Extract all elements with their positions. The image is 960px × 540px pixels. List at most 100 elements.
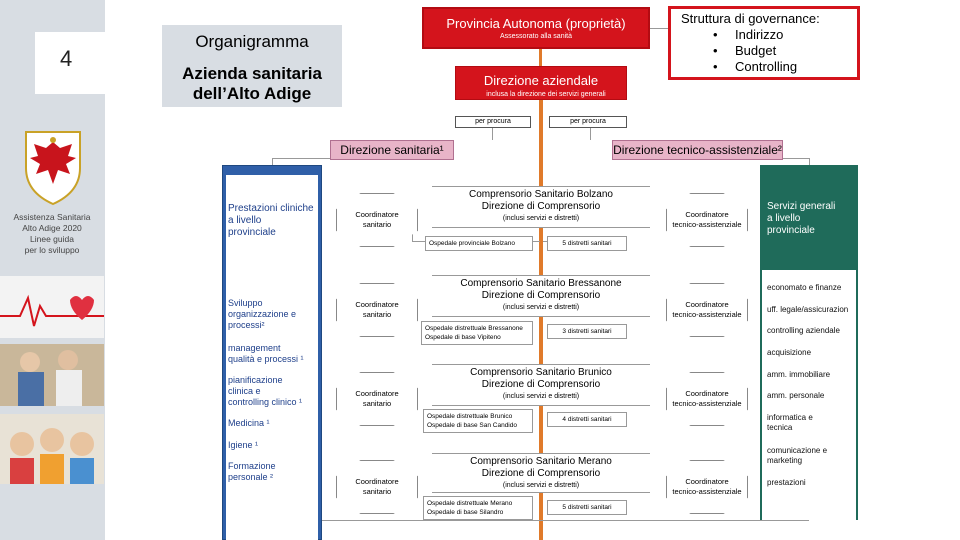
connector: [492, 128, 493, 140]
header-line: a livello: [767, 213, 801, 224]
connector: [272, 158, 330, 159]
right-item: uff. legale/assicurazion: [767, 305, 848, 315]
comprensorio-servizi: (inclusi servizi e distretti): [502, 304, 580, 311]
right-item-line: economato e finanze: [767, 283, 842, 292]
comprensorio-servizi: (inclusi servizi e distretti): [502, 482, 580, 489]
left-item-line: organizzazione e: [228, 309, 297, 319]
left-item-line: processi²: [228, 320, 265, 330]
right-item: economato e finanze: [767, 283, 841, 293]
connector: [650, 28, 668, 29]
right-item-line: uff. legale/assicurazion: [767, 305, 849, 314]
caption-line: Linee guida: [30, 234, 74, 244]
coord-line: sanitario: [362, 310, 392, 319]
heartbeat-photo: [0, 276, 104, 338]
header-line: Servizi generali: [767, 201, 836, 212]
comprensorio-merano: Comprensorio Sanitario Merano Direzione …: [432, 453, 650, 493]
provincia-box: Provincia Autonoma (proprietà) Assessora…: [422, 7, 650, 49]
servizi-generali-header: Servizi generali a livello provinciale: [767, 201, 835, 237]
comprensorio-bressanone: Comprensorio Sanitario Bressanone Direzi…: [432, 275, 650, 317]
right-item-line: informatica e: [767, 413, 813, 422]
coord-line: sanitario: [362, 399, 392, 408]
coord-line: Coordinatore: [355, 477, 399, 486]
elderly-care-photo: [0, 344, 104, 406]
left-item-line: controlling clinico ¹: [228, 397, 303, 407]
direzione-tecnico-box: Direzione tecnico-assistenziale²: [612, 140, 783, 160]
governance-item: •Budget: [675, 43, 853, 59]
distretti-brunico: 4 distretti sanitari: [547, 412, 627, 427]
bullet-icon: •: [713, 59, 718, 74]
ospedali-bolzano: Ospedale provinciale Bolzano: [425, 236, 533, 251]
coord-line: tecnico-assistenziale: [672, 399, 742, 408]
coord-line: tecnico-assistenziale: [672, 487, 742, 496]
right-item: amm. personale: [767, 391, 824, 401]
ospedale-label: Ospedale provinciale Bolzano: [429, 240, 515, 247]
comprensorio-direzione: Direzione di Comprensorio: [481, 379, 601, 390]
comprensorio-title: Comprensorio Sanitario Merano: [470, 456, 612, 467]
left-item-line: Formazione: [228, 461, 276, 471]
organization-name: Azienda sanitaria dell’Alto Adige: [162, 64, 342, 104]
left-item-line: Igiene ¹: [228, 440, 259, 450]
bullet-icon: •: [713, 27, 718, 42]
header-line: a livello: [228, 215, 262, 226]
left-item-line: Medicina ¹: [228, 418, 270, 428]
prestazioni-cliniche-panel: [226, 175, 318, 540]
prestazioni-cliniche-header: Prestazioni cliniche a livello provincia…: [228, 203, 314, 239]
right-item-line: controlling aziendale: [767, 326, 840, 335]
coord-line: Coordinatore: [355, 389, 399, 398]
comprensorio-bolzano: Comprensorio Sanitario Bolzano Direzione…: [432, 186, 650, 228]
per-procura-left: per procura: [455, 116, 531, 128]
ospedale-label: Ospedale di base Silandro: [427, 509, 504, 516]
coord-line: sanitario: [362, 487, 392, 496]
governance-item-label: Indirizzo: [735, 27, 784, 42]
right-item: controlling aziendale: [767, 326, 840, 336]
coord-line: Coordinatore: [355, 300, 399, 309]
header-line: provinciale: [767, 225, 815, 236]
right-item: amm. immobiliare: [767, 370, 830, 380]
direzione-aziendale-title: Direzione aziendale: [483, 73, 599, 88]
caption-line: Alto Adige 2020: [22, 223, 82, 233]
comprensorio-title: Comprensorio Sanitario Brunico: [470, 367, 612, 378]
per-procura-right: per procura: [549, 116, 627, 128]
left-item: Medicina ¹: [228, 418, 270, 429]
left-item-line: personale ²: [228, 472, 274, 482]
coord-line: sanitario: [362, 220, 392, 229]
comprensorio-direzione: Direzione di Comprensorio: [481, 290, 601, 301]
direzione-aziendale-box: Direzione aziendale inclusa la direzione…: [455, 66, 627, 100]
coord-line: Coordinatore: [355, 210, 399, 219]
comprensorio-servizi: (inclusi servizi e distretti): [502, 215, 580, 222]
left-item-line: Sviluppo: [228, 298, 263, 308]
right-item-line: acquisizione: [767, 348, 812, 357]
caption-line: Assistenza Sanitaria: [13, 212, 91, 222]
governance-item-label: Controlling: [735, 59, 798, 74]
comprensorio-brunico: Comprensorio Sanitario Brunico Direzione…: [432, 364, 650, 406]
right-item-line: comunicazione e: [767, 446, 828, 455]
comprensorio-direzione: Direzione di Comprensorio: [481, 201, 601, 212]
coord-line: Coordinatore: [685, 477, 729, 486]
left-item-line: qualità e processi ¹: [228, 354, 304, 364]
governance-title: Struttura di governance:: [681, 11, 820, 26]
right-item-line: tecnica: [767, 423, 793, 432]
provincia-subtitle: Assessorato alla sanità: [500, 33, 572, 40]
direzione-aziendale-subtitle: inclusa la direzione dei servizi general…: [486, 91, 606, 98]
right-item-line: marketing: [767, 456, 803, 465]
governance-box: Struttura di governance: • Indirizzo •Bud…: [668, 6, 860, 80]
right-item-line: prestazioni: [767, 478, 806, 487]
slide-number-chevron: [35, 32, 145, 94]
right-item: acquisizione: [767, 348, 811, 358]
page-title: Organigramma: [195, 32, 309, 51]
caption-line: per lo sviluppo: [24, 245, 80, 255]
coord-line: tecnico-assistenziale: [672, 220, 742, 229]
coord-line: tecnico-assistenziale: [672, 310, 742, 319]
connector: [783, 158, 809, 159]
